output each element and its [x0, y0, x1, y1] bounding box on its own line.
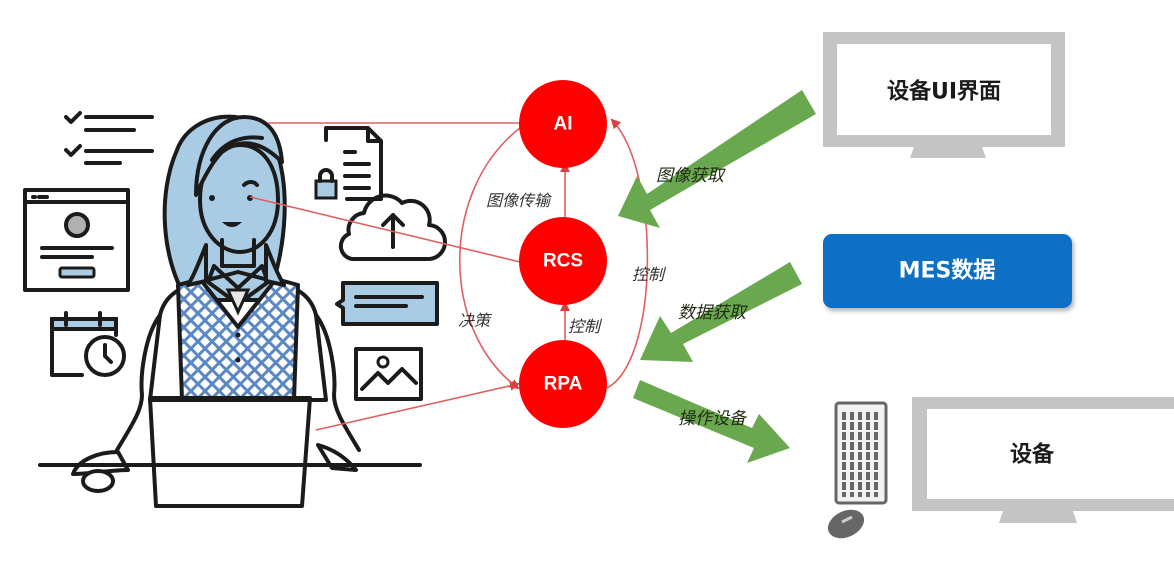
arrow-operate-device-label: 操作设备 — [678, 409, 748, 429]
device-ui-label: 设备UI界面 — [887, 79, 1001, 105]
node-rpa: RPA — [519, 340, 607, 428]
mes-data-box: MES数据 — [823, 234, 1072, 308]
line-eye-to-rcs — [249, 196, 521, 263]
arrow-operate-device: 操作设备 — [633, 380, 790, 463]
red-connectors — [249, 118, 649, 431]
label-control-ai: 控制 — [632, 265, 667, 284]
device-ui-monitor: 设备UI界面 — [823, 32, 1065, 158]
edge-ai-to-rpa — [459, 127, 521, 390]
edge-rpa-to-ai — [606, 118, 649, 389]
label-image-transfer: 图像传输 — [486, 191, 552, 210]
arrow-data-acquire: 数据获取 — [640, 262, 802, 362]
checklist-icon — [64, 111, 154, 165]
node-ai: AI — [519, 80, 607, 168]
node-rpa-label: RPA — [544, 374, 583, 395]
cloud-upload-icon — [338, 193, 447, 262]
keyboard-mouse-icon — [827, 401, 888, 539]
image-icon — [354, 347, 423, 401]
calendar-clock-icon — [50, 311, 126, 377]
device-label: 设备 — [1010, 442, 1055, 468]
mes-data-label: MES数据 — [899, 258, 996, 284]
locked-document-icon — [314, 126, 383, 201]
label-decision: 决策 — [458, 311, 493, 330]
profile-window-icon — [23, 188, 130, 292]
office-worker-illustration — [23, 111, 447, 508]
arrow-image-acquire-label: 图像获取 — [656, 166, 726, 186]
chat-bubble-icon — [335, 281, 439, 326]
line-laptop-to-rpa — [315, 380, 520, 431]
woman-figure — [38, 114, 422, 508]
node-ai-label: AI — [554, 114, 573, 135]
arrow-data-acquire-label: 数据获取 — [678, 303, 748, 323]
node-rcs: RCS — [519, 217, 607, 305]
label-control-rcs: 控制 — [568, 317, 603, 336]
device-monitor: 设备 — [912, 397, 1174, 523]
node-rcs-label: RCS — [543, 251, 583, 272]
arrow-image-acquire: 图像获取 — [618, 90, 816, 228]
